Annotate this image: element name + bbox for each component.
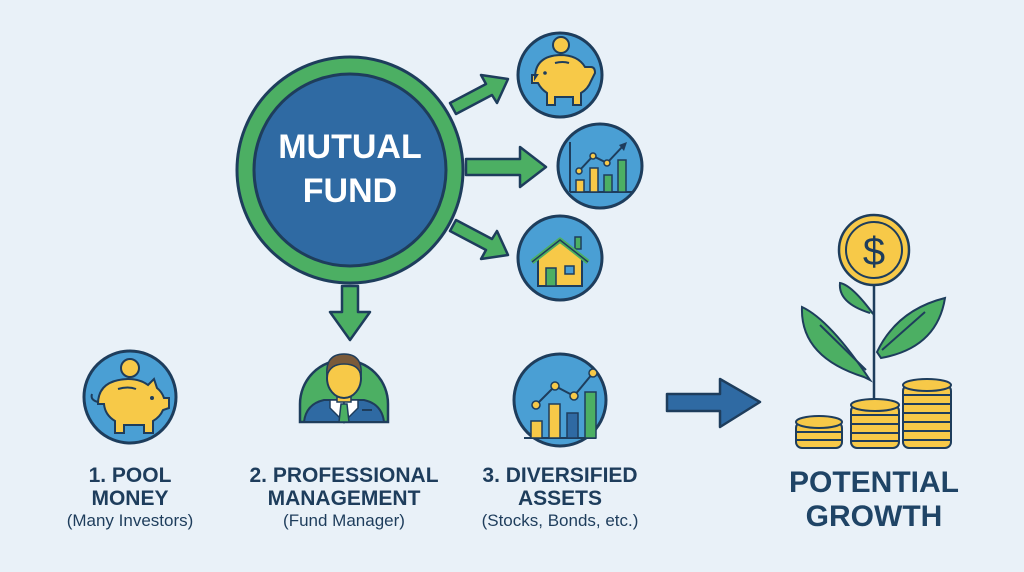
growth-plant-icon: $ [800, 213, 947, 404]
house-icon [516, 214, 604, 302]
step3-label: 3. DIVERSIFIED ASSETS (Stocks, Bonds, et… [460, 464, 660, 531]
step2-fund-manager-icon [298, 353, 390, 424]
step1-label: 1. POOL MONEY (Many Investors) [40, 464, 220, 531]
arrow-to-house [448, 218, 510, 261]
step3-bar-chart-icon [512, 352, 608, 448]
step2-title-line1: 2. PROFESSIONAL [249, 464, 439, 487]
arrow-to-chart [464, 145, 548, 189]
step2-subtitle: (Fund Manager) [283, 511, 405, 530]
arrow-to-piggy [448, 73, 510, 116]
dollar-sign: $ [863, 230, 885, 274]
arrow-down-to-manager [328, 284, 372, 342]
center-title-line2: FUND [303, 172, 397, 210]
step2-label: 2. PROFESSIONAL MANAGEMENT (Fund Manager… [234, 464, 454, 531]
piggy-bank-icon [516, 31, 604, 119]
result-line2: GROWTH [805, 500, 943, 533]
step3-title-line1: 3. DIVERSIFIED [482, 464, 638, 487]
chart-icon [556, 122, 644, 210]
step1-subtitle: (Many Investors) [66, 511, 194, 530]
arrow-to-growth [665, 377, 762, 429]
step1-piggy-bank-icon [82, 349, 178, 445]
step1-title-line2: MONEY [91, 487, 169, 510]
mutual-fund-node: MUTUAL FUND [235, 55, 465, 285]
result-line1: POTENTIAL [789, 466, 959, 499]
result-label: POTENTIAL GROWTH [774, 466, 974, 534]
step2-title-line2: MANAGEMENT [267, 487, 421, 510]
coin-stacks-icon [795, 378, 952, 449]
step1-title-line1: 1. POOL [88, 464, 172, 487]
step3-title-line2: ASSETS [517, 487, 603, 510]
center-title-line1: MUTUAL [278, 128, 422, 166]
step3-subtitle: (Stocks, Bonds, etc.) [481, 511, 639, 530]
